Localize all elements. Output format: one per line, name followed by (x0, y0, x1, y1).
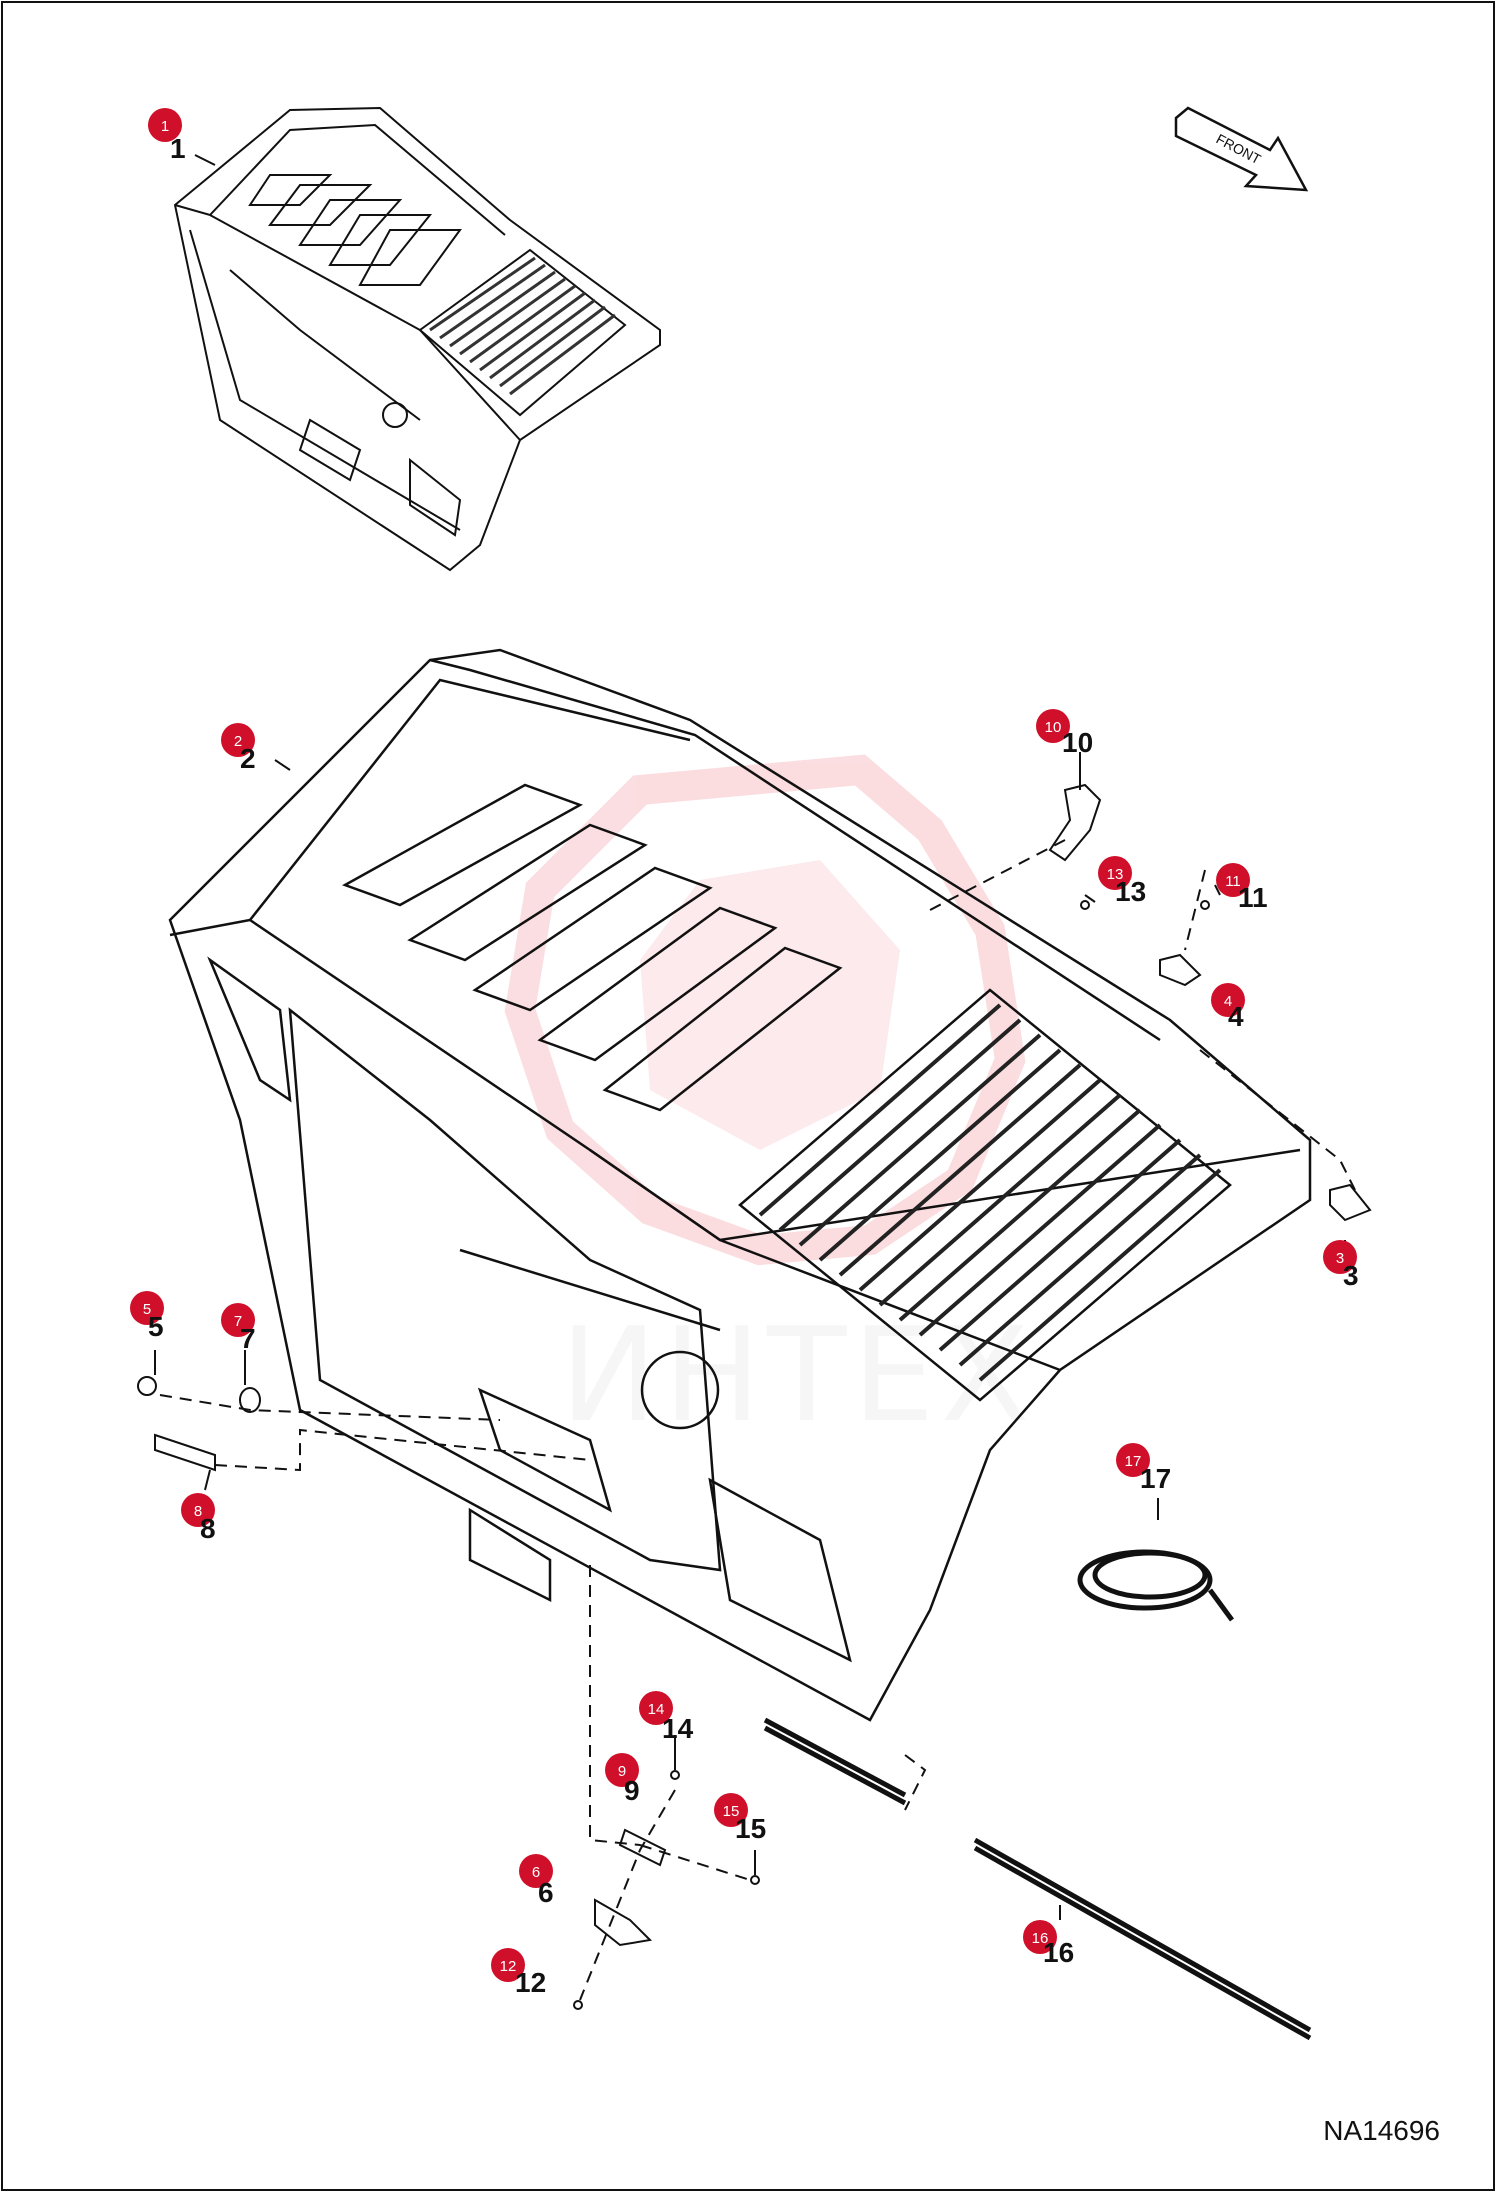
callout-2: 2 2 (221, 723, 256, 774)
callout-3-badge: 3 (1336, 1250, 1344, 1267)
callout-11: 11 11 (1216, 863, 1268, 913)
watermark-text: ИНТЕХ (560, 1299, 1036, 1451)
seal-strip (763, 1717, 1312, 2041)
seal-coil (1077, 1549, 1235, 1622)
callout-14: 14 14 (639, 1691, 694, 1744)
callout-1: 1 1 (148, 108, 186, 164)
callout-5: 5 5 (130, 1291, 164, 1342)
hood-assembly (168, 648, 1312, 1722)
callout-11-badge: 11 (1225, 873, 1241, 890)
callout-15-label: 15 (735, 1813, 766, 1844)
callout-7-badge: 7 (234, 1313, 242, 1330)
callout-6-badge: 6 (532, 1864, 540, 1881)
callout-16-label: 16 (1043, 1937, 1074, 1968)
callout-15-badge: 15 (723, 1803, 740, 1820)
callout-12-label: 12 (515, 1967, 546, 1998)
watermark: ИНТЕХ (504, 754, 1036, 1451)
callout-10-badge: 10 (1045, 719, 1062, 736)
drawing-code: NA14696 (1323, 2115, 1440, 2146)
callout-8-label: 8 (200, 1513, 216, 1544)
callout-8: 8 8 (181, 1493, 216, 1544)
callout-9-badge: 9 (618, 1763, 626, 1780)
callout-9-label: 9 (624, 1775, 640, 1806)
callout-9: 9 9 (605, 1753, 640, 1806)
callout-10: 10 10 (1036, 709, 1093, 758)
callout-14-badge: 14 (648, 1701, 665, 1718)
callout-11-label: 11 (1238, 882, 1268, 913)
callout-13: 13 13 (1098, 856, 1146, 907)
leader-lines (159, 839, 1356, 2001)
watermark-logo (504, 754, 1026, 1266)
callout-3-label: 3 (1343, 1260, 1359, 1291)
callout-2-badge: 2 (234, 733, 242, 750)
callout-4-badge: 4 (1224, 993, 1232, 1010)
callout-16: 16 16 (1023, 1920, 1074, 1968)
callout-7-label: 7 (240, 1323, 256, 1354)
callout-13-label: 13 (1115, 876, 1146, 907)
callout-17: 17 17 (1116, 1443, 1171, 1494)
callout-markers: 1 1 2 2 3 3 4 4 5 5 6 6 7 (130, 108, 1359, 1998)
callout-4: 4 4 (1211, 983, 1245, 1032)
callout-16-badge: 16 (1032, 1930, 1049, 1947)
callout-14-label: 14 (662, 1713, 694, 1744)
callout-12: 12 12 (491, 1948, 546, 1998)
callout-13-badge: 13 (1107, 866, 1124, 883)
callout-12-badge: 12 (500, 1958, 517, 1975)
callout-15: 15 15 (714, 1793, 766, 1844)
hood-overview-small (173, 106, 661, 572)
callout-6: 6 6 (519, 1854, 554, 1908)
callout-10-label: 10 (1062, 727, 1093, 758)
callout-5-label: 5 (148, 1311, 164, 1342)
callout-7: 7 7 (221, 1303, 256, 1354)
callout-17-badge: 17 (1125, 1453, 1142, 1470)
callout-6-label: 6 (538, 1877, 554, 1908)
callout-1-label: 1 (170, 133, 186, 164)
callout-4-label: 4 (1228, 1001, 1244, 1032)
callout-5-badge: 5 (143, 1301, 151, 1318)
callout-3: 3 3 (1323, 1240, 1359, 1291)
callout-2-label: 2 (240, 743, 256, 774)
callout-8-badge: 8 (194, 1503, 202, 1520)
front-arrow: FRONT (1174, 106, 1309, 192)
callout-17-label: 17 (1140, 1463, 1171, 1494)
callout-1-badge: 1 (161, 118, 169, 135)
